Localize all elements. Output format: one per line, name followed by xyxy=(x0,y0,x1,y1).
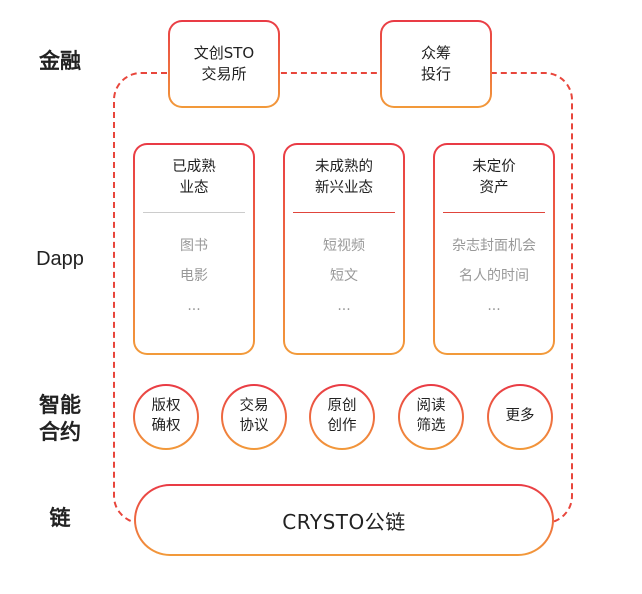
contract-copyright[interactable]: 版权 确权 xyxy=(133,384,199,450)
dapp-item: 图书 xyxy=(180,238,208,254)
contract-label: 更多 xyxy=(489,386,551,448)
chain-label: CRYSTO公链 xyxy=(136,486,552,554)
finance-box-sto-exchange[interactable]: 文创STO 交易所 xyxy=(168,20,280,108)
dapp-box-unpriced[interactable]: 未定价 资产 杂志封面机会 名人的时间 ... xyxy=(433,143,555,355)
dapp-item: 杂志封面机会 xyxy=(452,238,536,254)
finance-box-label: 文创STO 交易所 xyxy=(170,22,278,106)
chain-pill[interactable]: CRYSTO公链 xyxy=(134,484,554,556)
dapp-item: 短文 xyxy=(330,268,358,284)
row-label-dapp: Dapp xyxy=(36,248,84,270)
dapp-item: 短视频 xyxy=(323,238,365,254)
row-label-chain: 链 xyxy=(49,506,71,530)
dapp-item: ... xyxy=(187,298,201,314)
contract-trade-protocol[interactable]: 交易 协议 xyxy=(221,384,287,450)
divider xyxy=(443,212,545,213)
row-label-finance: 金融 xyxy=(39,49,81,73)
contract-label: 版权 确权 xyxy=(135,386,197,448)
dapp-item: ... xyxy=(337,298,351,314)
divider xyxy=(293,212,395,213)
dapp-box-emerging[interactable]: 未成熟的 新兴业态 短视频 短文 ... xyxy=(283,143,405,355)
dapp-item: ... xyxy=(487,298,501,314)
dapp-item: 电影 xyxy=(180,268,208,284)
divider xyxy=(143,212,245,213)
row-label-smart-contract: 智能 合约 xyxy=(39,393,81,445)
dapp-box-title: 已成熟 业态 xyxy=(172,159,216,197)
dapp-box-mature[interactable]: 已成熟 业态 图书 电影 ... xyxy=(133,143,255,355)
dapp-box-title: 未定价 资产 xyxy=(472,159,516,197)
dapp-box-title: 未成熟的 新兴业态 xyxy=(315,159,373,197)
contract-label: 阅读 筛选 xyxy=(400,386,462,448)
contract-original-creation[interactable]: 原创 创作 xyxy=(309,384,375,450)
contract-reading-filter[interactable]: 阅读 筛选 xyxy=(398,384,464,450)
finance-box-crowdfunding[interactable]: 众筹 投行 xyxy=(380,20,492,108)
contract-more[interactable]: 更多 xyxy=(487,384,553,450)
finance-box-label: 众筹 投行 xyxy=(382,22,490,106)
contract-label: 交易 协议 xyxy=(223,386,285,448)
dapp-item: 名人的时间 xyxy=(459,268,529,284)
contract-label: 原创 创作 xyxy=(311,386,373,448)
